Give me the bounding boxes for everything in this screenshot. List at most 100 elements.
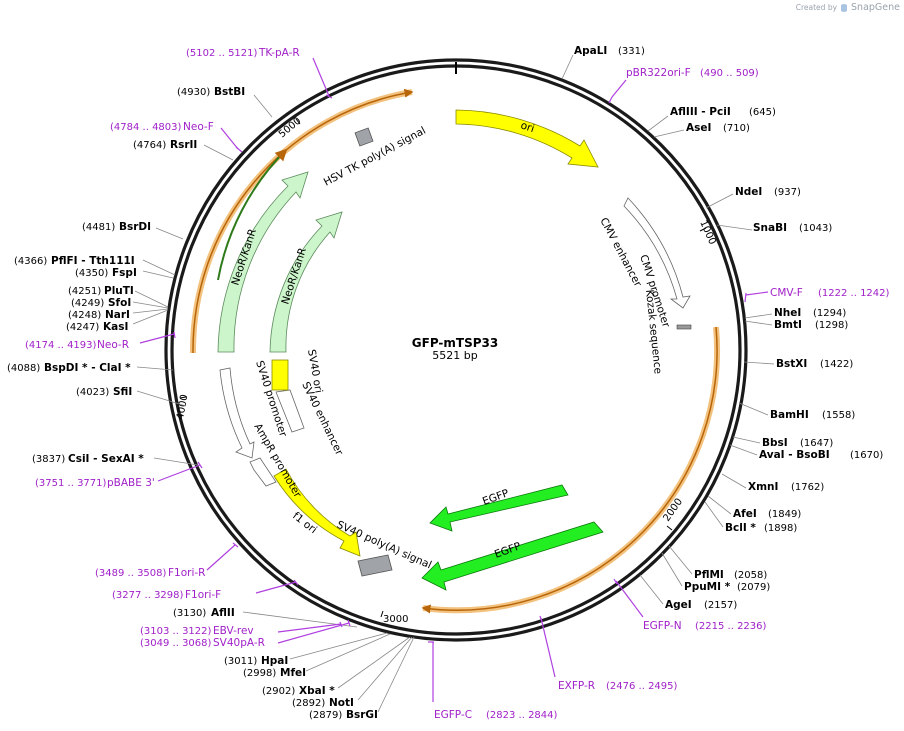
site-rsrii-pos: (4764) — [133, 140, 166, 151]
primer-egfp-c-name[interactable]: EGFP-C — [434, 709, 472, 721]
primer-ebv-rev-pos: (3103 .. 3122) — [140, 626, 212, 637]
feature-ori-arrow — [455, 109, 599, 168]
site-nari-pos: (4248) — [68, 310, 101, 321]
primer-f1ori-f-name[interactable]: F1ori-F — [185, 589, 221, 601]
site-sfii-name[interactable]: SfiI — [113, 386, 132, 398]
site-pflfi-tth111i-name[interactable]: PflFI - Tth111I — [51, 255, 135, 267]
primer-pbr322ori-f-name[interactable]: pBR322ori-F — [626, 67, 691, 79]
site-bbsi-pos: (1647) — [800, 438, 833, 449]
primer-sv40pa-r-name[interactable]: SV40pA-R — [213, 637, 265, 649]
site-sfoi-name[interactable]: SfoI — [108, 297, 131, 309]
feature-ori-label: ori — [519, 119, 536, 135]
primer-cmv-f-name[interactable]: CMV-F — [770, 287, 803, 299]
site-apali-name[interactable]: ApaLI — [574, 45, 607, 57]
feature-hsv-tk-polya-label: HSV TK poly(A) signal — [322, 125, 428, 189]
snapgene-credit: Created by SnapGene — [796, 2, 900, 13]
site-nhei-name[interactable]: NheI — [774, 307, 801, 319]
site-sfoi-pos: (4249) — [71, 298, 104, 309]
tick-label-3000: 3000 — [383, 614, 408, 625]
site-bsrgi-name[interactable]: BsrGI — [346, 709, 378, 721]
site-agei-name[interactable]: AgeI — [665, 599, 692, 611]
orf-arc-egfp — [421, 326, 718, 614]
primer-ebv-rev-name[interactable]: EBV-rev — [213, 625, 254, 637]
site-csii-sexai-pos: (3837) — [32, 454, 65, 465]
site-rsrii-name[interactable]: RsrII — [170, 139, 197, 151]
site-bsrdi-name[interactable]: BsrDI — [119, 221, 151, 233]
site-hpai-name[interactable]: HpaI — [261, 655, 288, 667]
feature-f1-ori-arrow — [273, 468, 361, 557]
site-bspdi-clai-name[interactable]: BspDI * - ClaI * — [44, 362, 131, 374]
primer-pbabe3-name[interactable]: pBABE 3' — [107, 477, 155, 489]
primer-neo-r-name[interactable]: Neo-R — [97, 339, 129, 351]
site-avai-bsobi-name[interactable]: AvaI - BsoBI — [759, 449, 830, 461]
primer-f1ori-r-pos: (3489 .. 3508) — [95, 568, 167, 579]
primer-sv40pa-r-pos: (3049 .. 3068) — [140, 638, 212, 649]
backbone-outer-ring — [164, 58, 748, 642]
primer-egfp-c-pos: (2823 .. 2844) — [486, 710, 558, 721]
site-bbsi-name[interactable]: BbsI — [762, 437, 788, 449]
site-ppumi-name[interactable]: PpuMI * — [684, 581, 731, 593]
orf-arc-neor-inner — [217, 148, 288, 281]
site-afliii-pcii-name[interactable]: AflIII - PciI — [670, 106, 731, 118]
site-bmti-pos: (1298) — [815, 320, 848, 331]
site-csii-sexai-name[interactable]: CsiI - SexAI * — [68, 453, 144, 465]
site-noti-name[interactable]: NotI — [329, 697, 354, 709]
site-bsrdi-pos: (4481) — [82, 222, 115, 233]
primer-tk-pa-r-name[interactable]: TK-pA-R — [258, 47, 300, 59]
site-mfei-pos: (2998) — [243, 668, 276, 679]
feature-cmv-enhancer-label: CMV enhancer — [597, 216, 644, 290]
primer-neo-f-name[interactable]: Neo-F — [183, 121, 214, 133]
site-pluti-name[interactable]: PluTI — [104, 285, 134, 297]
feature-cmv-enhancer-arrow — [623, 197, 691, 309]
site-snabi-pos: (1043) — [799, 223, 832, 234]
snapgene-brand-name: SnapGene — [851, 2, 900, 13]
feature-neor-kanr-label-2: NeoR/KanR — [279, 246, 309, 306]
site-apali-pos: (331) — [618, 46, 645, 57]
feature-egfp-arrow-2 — [421, 521, 604, 591]
primer-pbr322ori-f-pos: (490 .. 509) — [700, 68, 759, 79]
site-pflmi-name[interactable]: PflMI — [694, 569, 724, 581]
site-bcli-name[interactable]: BclI * — [725, 522, 756, 534]
plasmid-name: GFP-mTSP33 — [412, 336, 498, 350]
site-nari-name[interactable]: NarI — [105, 309, 130, 321]
primer-f1ori-r-name[interactable]: F1ori-R — [168, 567, 205, 579]
primer-f1ori-f-pos: (3277 .. 3298) — [112, 590, 184, 601]
site-xbai-name[interactable]: XbaI * — [299, 685, 335, 697]
primer-marks — [139, 57, 769, 702]
site-bcli-pos: (1898) — [764, 523, 797, 534]
site-nhei-pos: (1294) — [813, 308, 846, 319]
site-ndei-pos: (937) — [774, 187, 801, 198]
site-kasi-pos: (4247) — [66, 322, 99, 333]
site-pflfi-tth111i-pos: (4366) — [14, 256, 47, 267]
tick-marks — [179, 118, 707, 618]
tick-label-4000: 4000 — [175, 394, 190, 421]
site-bmti-name[interactable]: BmtI — [774, 319, 802, 331]
primer-egfp-n-name[interactable]: EGFP-N — [643, 620, 682, 632]
site-bspdi-clai-pos: (4088) — [7, 363, 40, 374]
snapgene-logo-icon — [841, 3, 848, 12]
primer-pbabe3-pos: (3751 .. 3771) — [35, 478, 107, 489]
feature-sv40-enhancer-box — [275, 389, 305, 433]
site-asei-name[interactable]: AseI — [686, 122, 711, 134]
site-bstxi-name[interactable]: BstXI — [776, 358, 807, 370]
primer-exfp-r-name[interactable]: EXFP-R — [558, 680, 595, 692]
site-bstbi-name[interactable]: BstBI — [214, 86, 245, 98]
site-pluti-pos: (4251) — [68, 286, 101, 297]
site-afei-name[interactable]: AfeI — [733, 508, 757, 520]
site-noti-pos: (2892) — [292, 698, 325, 709]
site-bamhi-name[interactable]: BamHI — [770, 409, 809, 421]
primer-egfp-n-pos: (2215 .. 2236) — [695, 621, 767, 632]
site-kasi-name[interactable]: KasI — [103, 321, 128, 333]
site-snabi-name[interactable]: SnaBI — [753, 222, 787, 234]
feature-neor-kanr-arrow-1 — [217, 171, 309, 353]
site-ndei-name[interactable]: NdeI — [735, 186, 762, 198]
primer-cmv-f-pos: (1222 .. 1242) — [818, 288, 890, 299]
primer-neo-r-pos: (4174 .. 4193) — [25, 340, 97, 351]
feature-sv40-ori-box — [271, 359, 289, 391]
site-fspi-name[interactable]: FspI — [112, 267, 137, 279]
site-xmni-name[interactable]: XmnI — [748, 481, 778, 493]
site-fspi-pos: (4350) — [75, 268, 108, 279]
site-mfei-name[interactable]: MfeI — [280, 667, 306, 679]
site-aflii-name[interactable]: AflII — [211, 607, 235, 619]
